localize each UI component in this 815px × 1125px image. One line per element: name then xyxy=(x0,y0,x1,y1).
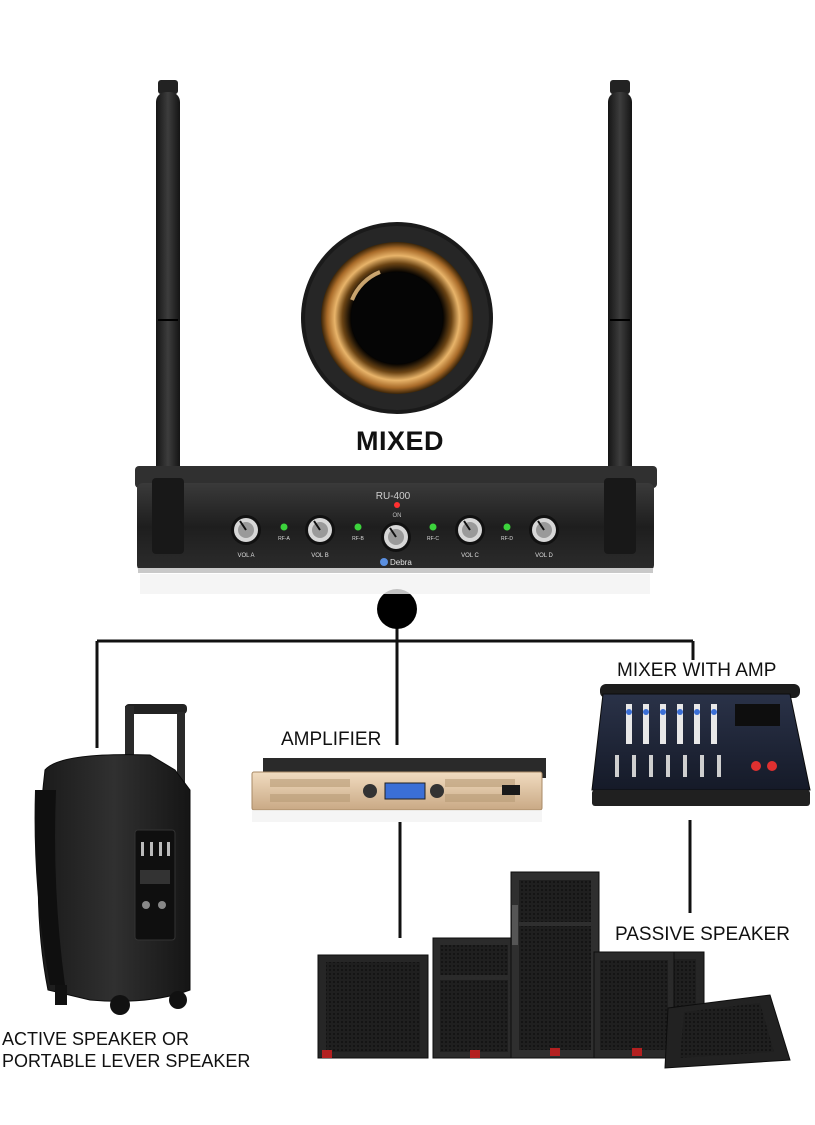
passive-speakers-group xyxy=(317,871,791,1069)
antenna-right xyxy=(608,80,632,562)
power-label: ON xyxy=(393,513,402,519)
mixed-label: MIXED xyxy=(355,426,444,456)
knob-center[interactable] xyxy=(381,522,411,552)
passive-speaker-left xyxy=(317,954,429,1059)
knob-vol-a[interactable] xyxy=(231,515,261,545)
knob-vol-c[interactable] xyxy=(455,515,485,545)
knob-label-vol-d: VOL D xyxy=(535,553,553,559)
antenna-left xyxy=(156,80,180,562)
receiver-brand: Debra xyxy=(390,558,412,567)
receiver-model: RU-400 xyxy=(376,491,411,502)
passive-speaker-center xyxy=(510,871,600,1059)
amplifier-label: AMPLIFIER xyxy=(281,729,382,750)
passive-speaker-label: PASSIVE SPEAKER xyxy=(615,924,790,945)
passive-speaker-mid-right xyxy=(593,951,675,1059)
knob-label-vol-c: VOL C xyxy=(461,553,479,559)
mixer-device xyxy=(591,684,811,806)
amplifier-device xyxy=(251,758,546,822)
mixed-jack-icon xyxy=(301,222,493,414)
rf-label-b: RF-B xyxy=(352,536,364,542)
rf-led-d xyxy=(503,523,511,531)
active-speaker-device xyxy=(34,704,191,1015)
knob-vol-b[interactable] xyxy=(305,515,335,545)
floor-monitor-speaker xyxy=(664,994,791,1069)
rf-led-b xyxy=(354,523,362,531)
rf-label-d: RF-D xyxy=(501,536,513,542)
rf-label-a: RF-A xyxy=(278,536,290,542)
rf-led-c xyxy=(429,523,437,531)
junction-dot xyxy=(377,589,417,629)
knob-label-vol-a: VOL A xyxy=(237,553,254,559)
active-speaker-label-line2: PORTABLE LEVER SPEAKER xyxy=(2,1051,251,1071)
mixer-with-amp-label: MIXER WITH AMP xyxy=(617,660,777,681)
receiver-top xyxy=(135,466,657,488)
connection-lines xyxy=(95,610,695,938)
active-speaker-label-line1: ACTIVE SPEAKER OR xyxy=(2,1029,190,1049)
wireless-receiver: RU-400 ON VOL A RF-A VOL B RF-B Debra RF… xyxy=(135,80,657,594)
rf-led-a xyxy=(280,523,288,531)
rf-label-c: RF-C xyxy=(427,536,439,542)
power-led xyxy=(394,502,400,508)
knob-vol-d[interactable] xyxy=(529,515,559,545)
passive-speaker-mid-left xyxy=(432,937,516,1059)
active-speaker-label: ACTIVE SPEAKER OR PORTABLE LEVER SPEAKER xyxy=(2,1028,250,1072)
knob-label-vol-b: VOL B xyxy=(311,553,328,559)
brand-logo-icon xyxy=(380,558,388,566)
